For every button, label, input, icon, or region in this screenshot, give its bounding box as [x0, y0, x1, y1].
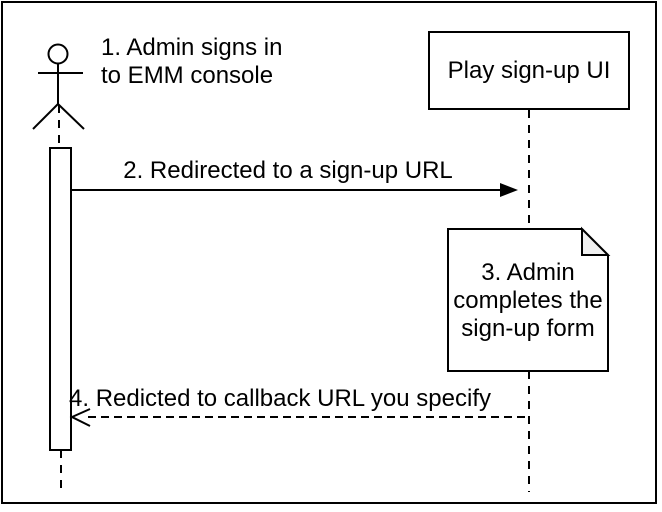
message-1-line2: to EMM console	[101, 62, 274, 89]
note-shape	[447, 228, 609, 372]
message-4-arrowhead-icon	[69, 408, 91, 427]
note-label: 3. Admin completes the sign-up form	[428, 259, 628, 343]
message-4-label: 4. Redicted to callback URL you specify	[69, 385, 491, 412]
actor-icon	[32, 43, 85, 130]
actor-right-leg	[57, 103, 85, 130]
diagram-border	[1, 1, 657, 504]
note-line2: completes the	[453, 287, 603, 314]
message-1-line1: 1. Admin signs in	[101, 34, 283, 61]
note-line3: sign-up form	[461, 315, 595, 342]
message-2-label: 2. Redirected to a sign-up URL	[123, 157, 453, 184]
note-line1: 3. Admin	[481, 259, 575, 286]
participant-play-signup-ui-label: Play sign-up UI	[447, 56, 611, 84]
message-1-label: 1. Admin signs in to EMM console	[101, 34, 282, 90]
message-2-arrowhead-icon	[500, 183, 518, 197]
participant-play-signup-ui: Play sign-up UI	[428, 31, 630, 110]
activation-bar	[49, 147, 72, 451]
actor-left-leg	[32, 103, 59, 130]
note-fold-corner	[581, 226, 611, 256]
actor-head	[47, 43, 69, 65]
